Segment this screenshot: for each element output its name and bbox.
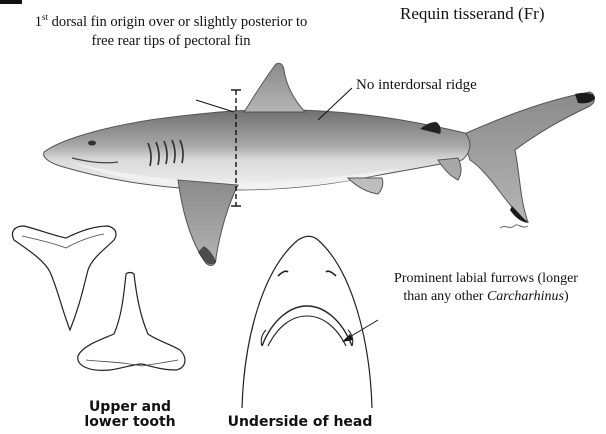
tooth-caption: Upper and lower tooth	[60, 400, 200, 430]
pelvic-fin	[348, 178, 383, 194]
nostril-right	[326, 271, 336, 276]
mouth-inner	[268, 316, 346, 346]
tooth-caption-line2: lower tooth	[60, 415, 200, 430]
tooth-caption-line1: Upper and	[60, 400, 200, 415]
dorsal-note-text: dorsal fin origin over or slightly poste…	[48, 14, 307, 49]
shark-drawing	[44, 63, 595, 265]
nostril-left	[278, 271, 288, 276]
underside-of-head	[242, 236, 372, 408]
common-name-label: Requin tisserand (Fr)	[400, 4, 606, 24]
anal-fin	[438, 158, 461, 180]
first-dorsal-fin	[244, 63, 305, 112]
shark-body	[44, 110, 470, 190]
lower-tooth	[78, 273, 185, 371]
artist-signature	[500, 225, 528, 228]
mouth-outline	[262, 306, 352, 346]
shark-eye	[88, 141, 96, 146]
head-caption: Underside of head	[220, 414, 380, 430]
labial-note-line1: Prominent labial furrows (longer	[368, 270, 604, 288]
labial-note-genus: Carcharhinus	[487, 289, 564, 304]
labial-note-arrow	[342, 320, 378, 342]
dorsal-fin-origin-note: 1st dorsal fin origin over or slightly p…	[26, 8, 316, 51]
labial-furrows-note: Prominent labial furrows (longer than an…	[368, 270, 604, 306]
upper-tooth	[12, 226, 116, 330]
caudal-fin	[462, 92, 595, 222]
labial-note-line2: than any other Carcharhinus)	[368, 288, 604, 306]
interdorsal-ridge-note: No interdorsal ridge	[356, 77, 477, 94]
dorsal-note-leader	[196, 100, 234, 112]
dorsal-note-ordinal: 1	[35, 14, 42, 30]
